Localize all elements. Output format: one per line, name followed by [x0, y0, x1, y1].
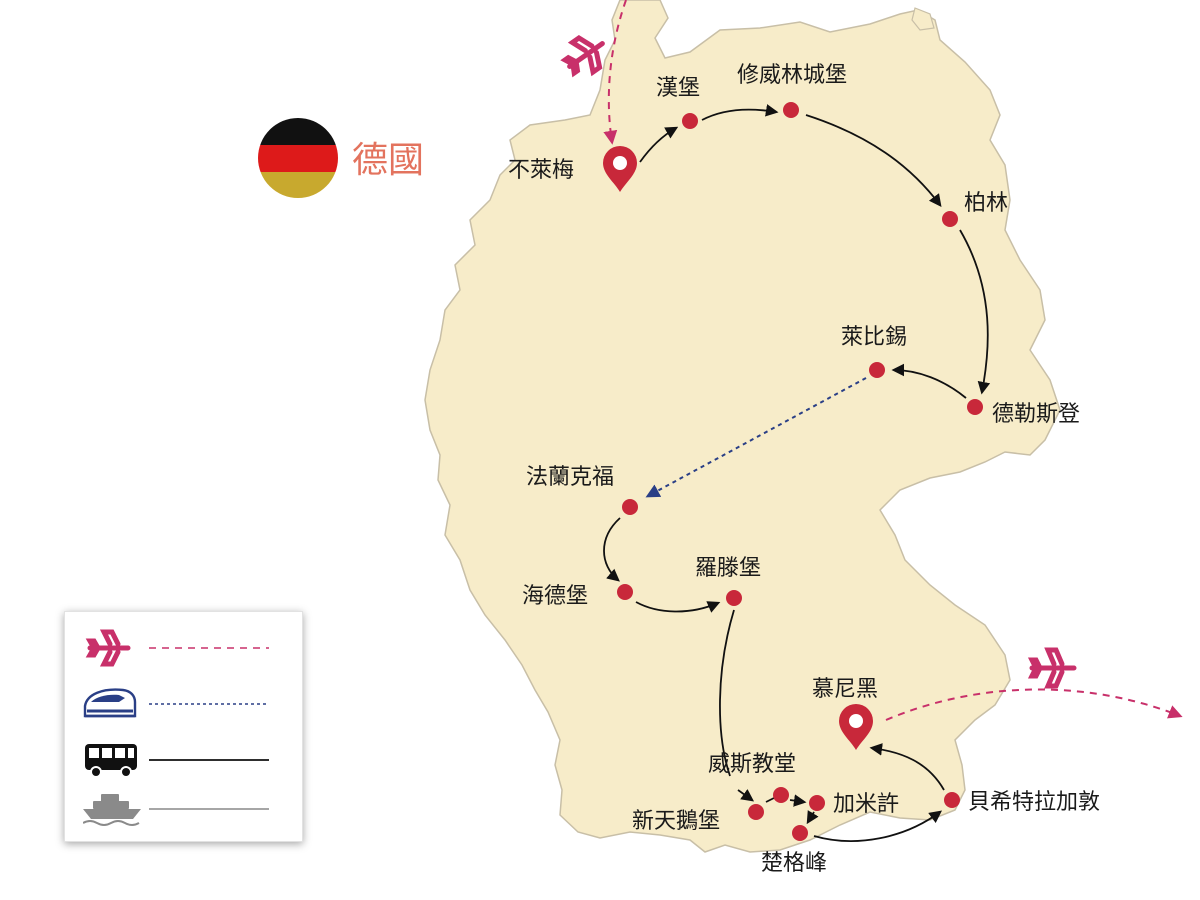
- train-icon: [83, 688, 137, 718]
- stop-neuschwanstein: [748, 804, 764, 820]
- flight-route-out: [885, 688, 1183, 721]
- road-route: [719, 609, 735, 777]
- flight-route-in: [603, 0, 627, 145]
- stop-frankfurt: [622, 499, 638, 515]
- country-label: 德國: [352, 140, 424, 181]
- city-label-heidelberg: 海德堡: [522, 584, 588, 609]
- bus-icon: [85, 744, 137, 778]
- stop-hamburg: [682, 113, 698, 129]
- legend-flight: [83, 628, 288, 668]
- city-label-schwerin: 修威林城堡: [737, 63, 847, 88]
- location-pin-icon: [839, 704, 873, 750]
- city-label-frankfurt: 法蘭克福: [526, 465, 614, 490]
- stop-berlin: [942, 211, 958, 227]
- germany-land: [424, 0, 1061, 853]
- stop-schwerin: [783, 102, 799, 118]
- city-label-hamburg: 漢堡: [656, 76, 700, 101]
- road-route: [789, 794, 807, 807]
- road-route: [959, 229, 991, 395]
- city-label-berchtesgaden: 貝希特拉加敦: [968, 790, 1100, 815]
- road-route: [806, 810, 819, 825]
- airplane-icon: [85, 629, 131, 667]
- road-route: [737, 789, 755, 802]
- city-label-zugspitze: 楚格峰: [761, 851, 827, 876]
- stop-dresden: [967, 399, 983, 415]
- city-label-berlin: 柏林: [964, 191, 1008, 216]
- road-route: [635, 601, 721, 613]
- road-route: [813, 810, 943, 842]
- stop-wieskirche: [773, 787, 789, 803]
- city-label-munich: 慕尼黑: [812, 677, 878, 702]
- road-route: [701, 104, 779, 121]
- city-label-wieskirche: 威斯教堂: [708, 752, 796, 777]
- location-pin-icon: [603, 146, 637, 192]
- city-label-neuschwanstein: 新天鵝堡: [632, 809, 720, 834]
- train-route: [645, 377, 867, 498]
- stop-zugspitze: [792, 825, 808, 841]
- land-detail: [911, 7, 935, 31]
- stop-leipzig: [869, 362, 885, 378]
- city-label-dresden: 德勒斯登: [992, 402, 1080, 427]
- ship-icon: [83, 794, 141, 826]
- stop-rothenburg: [726, 590, 742, 606]
- city-label-bremen: 不萊梅: [508, 158, 574, 183]
- road-route: [603, 517, 621, 582]
- legend-bus: [83, 740, 288, 780]
- city-label-garmisch: 加米許: [833, 792, 899, 817]
- airplane-icon: [560, 34, 605, 78]
- map-legend: [64, 611, 303, 842]
- stop-garmisch: [809, 795, 825, 811]
- road-route: [891, 363, 967, 399]
- stop-heidelberg: [617, 584, 633, 600]
- road-route: [639, 126, 679, 163]
- legend-ship: [83, 790, 288, 830]
- legend-train: [83, 684, 288, 724]
- germany-flag-icon: [258, 118, 338, 198]
- road-route: [869, 743, 945, 791]
- stop-berchtesgaden: [944, 792, 960, 808]
- airplane-icon: [1027, 647, 1077, 689]
- city-label-leipzig: 萊比錫: [841, 325, 907, 350]
- road-route: [805, 114, 942, 208]
- city-label-rothenburg: 羅滕堡: [695, 556, 761, 581]
